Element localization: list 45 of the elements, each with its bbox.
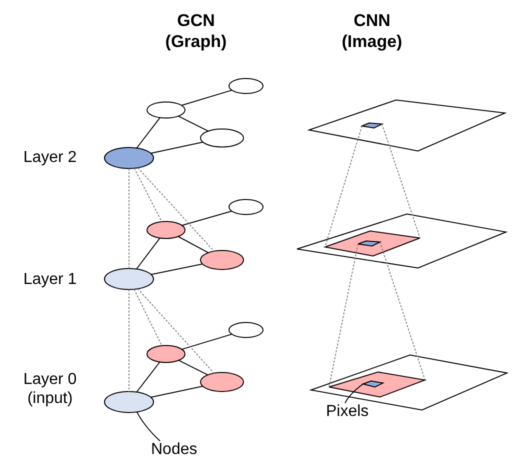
dotted-connector [128, 289, 130, 392]
graph-node [146, 102, 186, 118]
connector-line [150, 142, 204, 154]
annotation-label: Nodes [151, 440, 198, 457]
graph-node [104, 268, 154, 290]
feature-map-plane [296, 213, 508, 269]
leader-line [136, 411, 160, 442]
connector-line [178, 116, 209, 132]
graph-node [228, 78, 264, 94]
graph-node [228, 322, 264, 338]
connector-line [136, 238, 160, 270]
connector-line [182, 210, 232, 226]
dotted-connector [137, 167, 214, 252]
connector-line [150, 386, 204, 398]
graph-node [200, 372, 244, 392]
column-title: CNN (Image) [340, 10, 404, 52]
layer-label: Layer 1 [22, 270, 78, 289]
connector-line [181, 90, 232, 106]
annotation-label: Pixels [326, 402, 369, 421]
layer-label: Layer 0 (input) [22, 370, 78, 408]
connector-line [136, 362, 160, 392]
graph-node [228, 199, 264, 215]
dotted-connector [128, 168, 130, 269]
dotted-connector [134, 288, 162, 346]
graph-node [104, 147, 154, 169]
connector-line [181, 334, 232, 350]
column-title: GCN (Graph) [164, 10, 228, 52]
dotted-connector [137, 288, 214, 374]
graph-node [200, 250, 244, 270]
layer-label: Layer 2 [22, 148, 78, 167]
dotted-connector [324, 126, 362, 248]
receptive-field [328, 371, 427, 398]
graph-node [200, 128, 244, 148]
connector-line [136, 117, 161, 148]
dotted-connector [382, 124, 420, 238]
connector-line [178, 236, 209, 254]
graph-node [146, 221, 186, 239]
connector-line [150, 264, 203, 275]
feature-map-plane [307, 99, 507, 152]
dotted-connector [134, 168, 162, 222]
dotted-connector [380, 242, 426, 380]
receptive-field [323, 230, 420, 257]
graph-node [146, 345, 186, 363]
graph-node [104, 391, 154, 413]
connector-line [178, 360, 208, 376]
